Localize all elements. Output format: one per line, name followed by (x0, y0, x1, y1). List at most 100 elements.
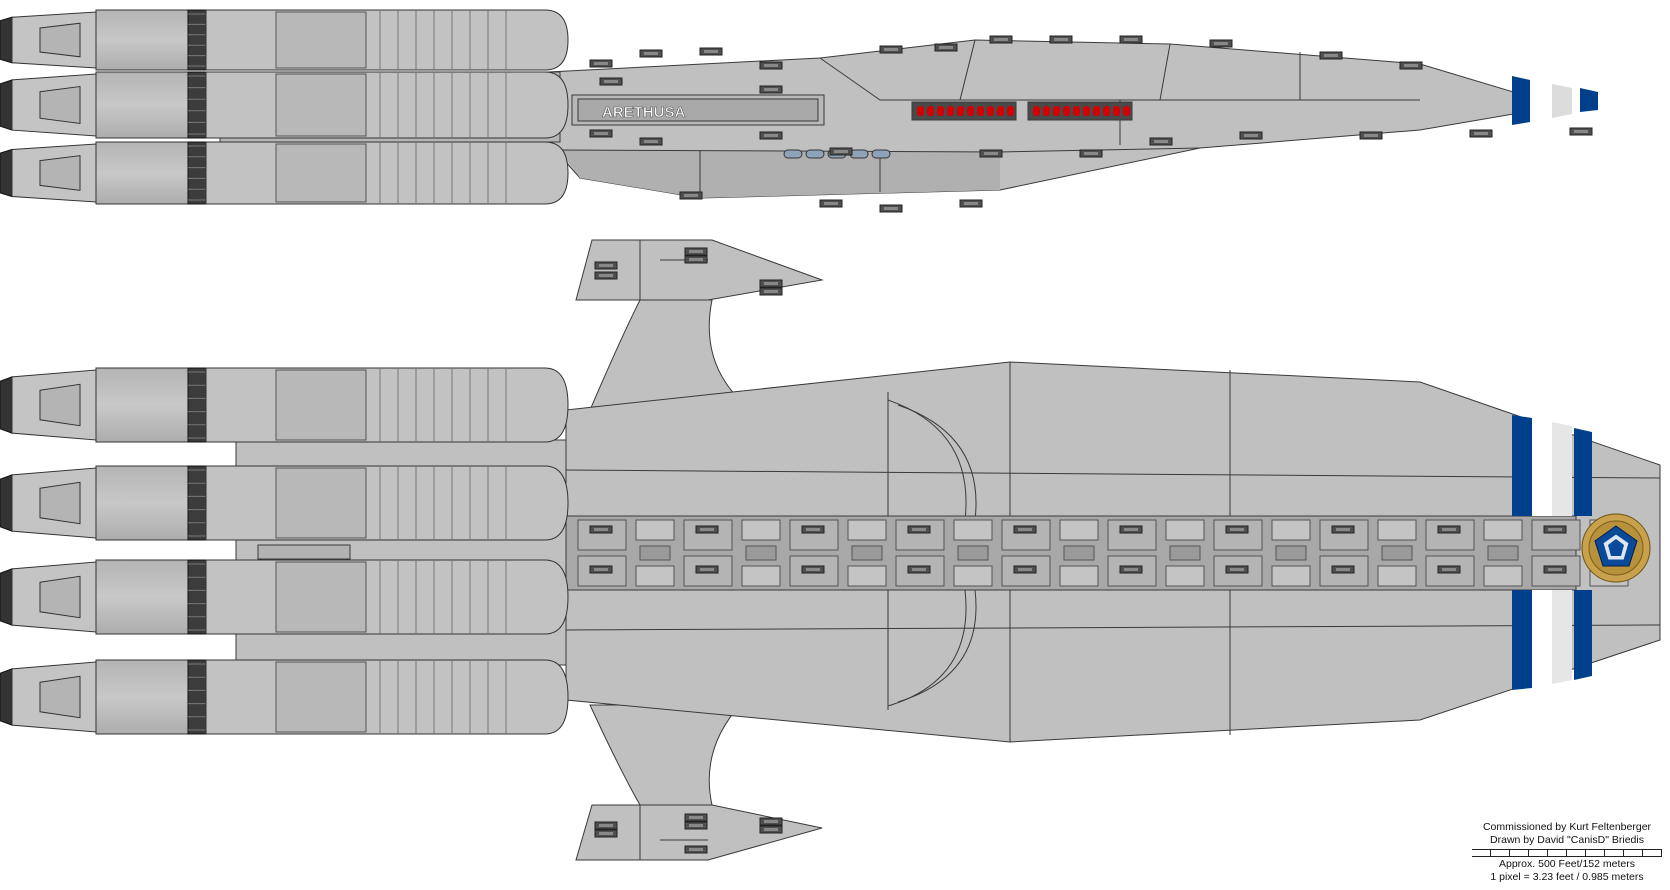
point-defense-turret (1319, 51, 1343, 60)
point-defense-turret (934, 43, 958, 52)
red-port-light (957, 106, 964, 116)
point-defense-turret (759, 61, 783, 70)
point-defense-turret (699, 47, 723, 56)
point-defense-turret (1239, 131, 1263, 140)
point-defense-turret (759, 85, 783, 94)
point-defense-turret (1149, 137, 1173, 146)
point-defense-turret (684, 247, 708, 256)
trench-bay (683, 519, 781, 587)
point-defense-turret (907, 565, 931, 574)
point-defense-turret (589, 129, 613, 138)
trench-bay (789, 519, 887, 587)
point-defense-turret (594, 829, 618, 838)
point-defense-turret (759, 287, 783, 296)
point-defense-turret (759, 131, 783, 140)
point-defense-turret (979, 149, 1003, 158)
point-defense-turret (639, 137, 663, 146)
point-defense-turret (1543, 525, 1567, 534)
trench-bay (1001, 519, 1099, 587)
point-defense-turret (1013, 565, 1037, 574)
point-defense-turret (1079, 149, 1103, 158)
trench-bay (1107, 519, 1205, 587)
point-defense-turret (1359, 131, 1383, 140)
point-defense-turret (1569, 127, 1593, 136)
scale-size-text: Approx. 500 Feet/152 meters (1499, 858, 1635, 870)
engine-nacelle (0, 141, 569, 205)
point-defense-turret (599, 77, 623, 86)
red-port-light (1053, 106, 1060, 116)
engine-nacelle (0, 559, 569, 635)
red-port-light (987, 106, 994, 116)
point-defense-turret (684, 821, 708, 830)
point-defense-turret (759, 279, 783, 288)
ship-name-label: ARETHUSA (602, 104, 686, 121)
point-defense-turret (639, 49, 663, 58)
point-defense-turret (819, 199, 843, 208)
red-port-light (1007, 106, 1014, 116)
point-defense-turret (684, 255, 708, 264)
point-defense-turret (989, 35, 1013, 44)
scale-bar (1472, 849, 1662, 857)
red-port-light (1093, 106, 1100, 116)
red-port-light (1043, 106, 1050, 116)
point-defense-turret (1437, 565, 1461, 574)
red-port-light (977, 106, 984, 116)
point-defense-turret (594, 271, 618, 280)
point-defense-turret (829, 147, 853, 156)
point-defense-turret (1437, 525, 1461, 534)
point-defense-turret (695, 565, 719, 574)
red-port-light (1033, 106, 1040, 116)
point-defense-turret (1119, 565, 1143, 574)
engine-nacelle (0, 465, 569, 541)
red-port-light (947, 106, 954, 116)
point-defense-turret (679, 191, 703, 200)
commissioned-credit: Commissioned by Kurt Feltenberger (1482, 821, 1652, 833)
point-defense-turret (907, 525, 931, 534)
red-port-light (1083, 106, 1090, 116)
point-defense-turret (1119, 35, 1143, 44)
top-stripes (1512, 415, 1592, 690)
side-profile-view (0, 9, 1598, 213)
point-defense-turret (594, 261, 618, 270)
drawn-credit: Drawn by David "CanisD" Briedis (1490, 834, 1644, 846)
point-defense-turret (759, 825, 783, 834)
credits-block: Commissioned by Kurt Feltenberger Drawn … (1472, 821, 1662, 884)
red-port-light (927, 106, 934, 116)
point-defense-turret (1049, 35, 1073, 44)
trench-bay (895, 519, 993, 587)
point-defense-turret (959, 199, 983, 208)
point-defense-turret (589, 565, 613, 574)
point-defense-turret (589, 59, 613, 68)
point-defense-turret (684, 845, 708, 854)
point-defense-turret (1209, 39, 1233, 48)
red-port-light (1123, 106, 1130, 116)
engine-nacelle (0, 367, 569, 443)
engine-nacelle (0, 659, 569, 735)
trench-bay (1213, 519, 1311, 587)
point-defense-turret (1469, 129, 1493, 138)
red-port-light (917, 106, 924, 116)
top-down-view (0, 239, 1661, 861)
upper-wing (589, 299, 742, 411)
point-defense-turret (1399, 61, 1423, 70)
red-port-light (1073, 106, 1080, 116)
point-defense-turret (1225, 525, 1249, 534)
point-defense-turret (684, 813, 708, 822)
side-stripes (1512, 76, 1598, 125)
point-defense-turret (594, 821, 618, 830)
engine-nacelle (0, 9, 569, 71)
trench-bay (1425, 519, 1523, 587)
trench-bay (577, 519, 675, 587)
red-port-light (937, 106, 944, 116)
scale-pixel-text: 1 pixel = 3.23 feet / 0.985 meters (1490, 871, 1644, 883)
point-defense-turret (879, 45, 903, 54)
point-defense-turret (801, 565, 825, 574)
point-defense-turret (1543, 565, 1567, 574)
point-defense-turret (695, 525, 719, 534)
point-defense-turret (1331, 525, 1355, 534)
point-defense-turret (879, 204, 903, 213)
red-port-light (1103, 106, 1110, 116)
point-defense-turret (1225, 565, 1249, 574)
point-defense-turret (759, 817, 783, 826)
